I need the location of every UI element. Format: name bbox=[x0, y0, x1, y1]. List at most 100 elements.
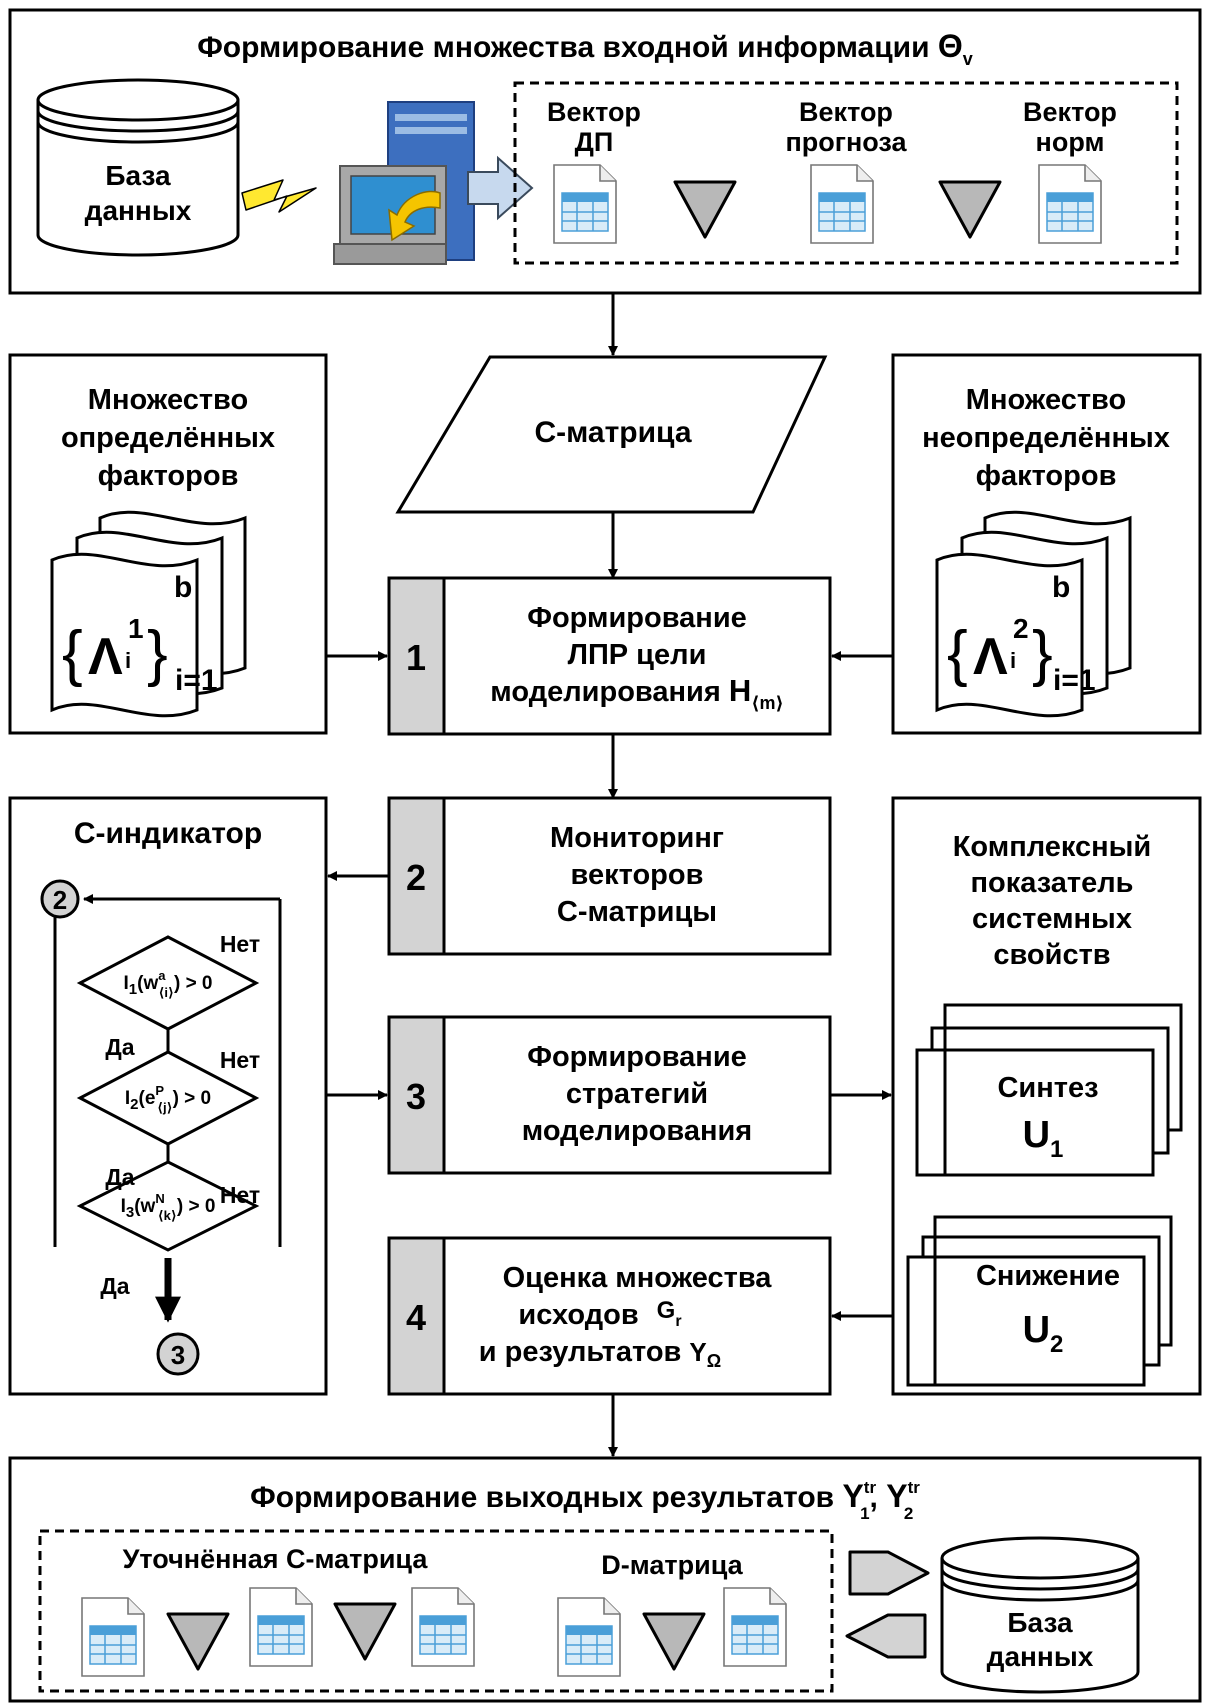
synthesis-card: Синтез U1 bbox=[915, 1003, 1183, 1177]
vector-label: норм bbox=[1036, 127, 1105, 157]
factors-title: Множество bbox=[88, 384, 248, 416]
document-table-icon bbox=[81, 1597, 145, 1677]
no-label: Нет bbox=[220, 931, 260, 957]
vector-label: прогноза bbox=[785, 127, 907, 157]
document-table-icon bbox=[557, 1597, 621, 1677]
factors-title: факторов bbox=[98, 460, 239, 492]
svg-text:{: { bbox=[62, 619, 83, 688]
svg-text:i=1: i=1 bbox=[1053, 664, 1096, 697]
vector-forecast: Вектор прогноза bbox=[785, 97, 908, 244]
svg-text:{: { bbox=[947, 619, 968, 688]
document-table-icon bbox=[810, 164, 874, 244]
database-label: данных bbox=[987, 1641, 1094, 1672]
undefined-factors-formula: { Λ 2 i } b i=1 bbox=[947, 571, 1096, 697]
svg-text:}: } bbox=[147, 619, 168, 688]
c-matrix: С-матрица bbox=[395, 355, 828, 514]
vector-label: Вектор bbox=[547, 97, 641, 127]
undefined-factors-block: Множество неопределённых факторов { Λ 2 … bbox=[891, 353, 1202, 735]
document-table-icon bbox=[723, 1587, 787, 1667]
vector-label: Вектор bbox=[1023, 97, 1117, 127]
arrow-left-icon bbox=[845, 1613, 927, 1659]
svg-text:b: b bbox=[174, 571, 192, 604]
svg-text:i: i bbox=[125, 648, 131, 673]
indicator-end-node bbox=[156, 1332, 200, 1376]
yes-label: Да bbox=[105, 1164, 134, 1190]
defined-factors-formula: { Λ 1 i } b i=1 bbox=[62, 571, 218, 697]
step-number: 4 bbox=[406, 1297, 426, 1338]
refined-matrix-label: Уточнённая С-матрица bbox=[123, 1544, 429, 1574]
step-1: 1 Формирование ЛПР цели моделирования H⟨… bbox=[387, 576, 832, 736]
svg-text:2: 2 bbox=[1013, 613, 1029, 644]
svg-text:С-матрицы: С-матрицы bbox=[557, 896, 717, 928]
input-information-block: Формирование множества входной информаци… bbox=[8, 8, 1202, 295]
factors-title: определённых bbox=[61, 422, 275, 454]
database-icon: База данных bbox=[36, 78, 240, 257]
svg-text:Мониторинг: Мониторинг bbox=[550, 822, 724, 854]
step-3: 3 Формирование стратегий моделирования bbox=[387, 1015, 832, 1175]
svg-text:Формирование: Формирование bbox=[527, 602, 747, 634]
condition-3: I3(wN⟨k⟩) > 0 bbox=[76, 1160, 260, 1252]
document-table-icon bbox=[1038, 164, 1102, 244]
vector-norms: Вектор норм bbox=[1023, 97, 1117, 244]
no-label: Нет bbox=[220, 1182, 260, 1208]
document-table-icon bbox=[249, 1587, 313, 1667]
vector-label: Вектор bbox=[799, 97, 893, 127]
database-label: База bbox=[1007, 1607, 1073, 1638]
d-matrix-label: D-матрица bbox=[601, 1550, 743, 1580]
yes-label: Да bbox=[105, 1034, 134, 1060]
complex-indicator-title: свойств bbox=[993, 939, 1110, 971]
svg-text:I1(wa⟨i⟩) > 0: I1(wa⟨i⟩) > 0 bbox=[123, 968, 212, 1000]
factors-title: Множество bbox=[966, 384, 1126, 416]
svg-text:}: } bbox=[1032, 619, 1053, 688]
c-matrix-label: С-матрица bbox=[534, 416, 691, 449]
svg-text:Оценка множества: Оценка множества bbox=[503, 1262, 773, 1294]
database-label: данных bbox=[85, 195, 192, 226]
factors-title: факторов bbox=[976, 460, 1117, 492]
svg-text:i=1: i=1 bbox=[175, 664, 218, 697]
lightning-icon bbox=[241, 179, 317, 213]
svg-text:I3(wN⟨k⟩) > 0: I3(wN⟨k⟩) > 0 bbox=[121, 1191, 216, 1223]
step-number: 2 bbox=[406, 857, 426, 898]
step-number: 1 bbox=[406, 637, 426, 678]
svg-text:Синтез: Синтез bbox=[997, 1072, 1098, 1104]
step-2: 2 Мониторинг векторов С-матрицы bbox=[387, 796, 832, 956]
svg-text:Λ: Λ bbox=[973, 628, 1008, 686]
svg-text:1: 1 bbox=[128, 613, 144, 644]
yes-label: Да bbox=[100, 1273, 129, 1299]
svg-text:ЛПР цели: ЛПР цели bbox=[568, 639, 707, 671]
svg-text:моделирования H⟨m⟩: моделирования H⟨m⟩ bbox=[490, 673, 783, 713]
arrow-right-icon bbox=[848, 1550, 930, 1596]
complex-indicator-title: системных bbox=[972, 903, 1132, 935]
svg-text:стратегий: стратегий bbox=[566, 1078, 708, 1110]
svg-text:Λ: Λ bbox=[88, 628, 123, 686]
complex-indicator-block: Комплексный показатель системных свойств… bbox=[891, 796, 1202, 1396]
svg-text:векторов: векторов bbox=[571, 859, 704, 891]
condition-1: I1(wa⟨i⟩) > 0 bbox=[76, 935, 260, 1031]
step-number: 3 bbox=[406, 1076, 426, 1117]
vector-label: ДП bbox=[575, 127, 614, 157]
reduction-card: Снижение U2 bbox=[906, 1215, 1173, 1387]
complex-indicator-title: Комплексный bbox=[953, 831, 1152, 863]
database-label: База bbox=[105, 160, 171, 191]
svg-text:b: b bbox=[1052, 571, 1070, 604]
svg-text:U1: U1 bbox=[1023, 1114, 1064, 1163]
complex-indicator-title: показатель bbox=[971, 867, 1134, 899]
svg-text:I2(eP⟨j⟩) > 0: I2(eP⟨j⟩) > 0 bbox=[125, 1083, 211, 1115]
svg-text:моделирования: моделирования bbox=[522, 1115, 752, 1147]
condition-2: I2(eP⟨j⟩) > 0 bbox=[76, 1050, 260, 1146]
document-table-icon bbox=[553, 164, 617, 244]
input-block-title: Формирование множества входной информаци… bbox=[197, 28, 973, 69]
vector-dp: Вектор ДП bbox=[547, 97, 641, 244]
svg-text:i: i bbox=[1010, 648, 1016, 673]
svg-text:Снижение: Снижение bbox=[976, 1260, 1120, 1292]
c-indicator-block: С-индикатор 2 3 I1(wa⟨i⟩) > 0 I2(eP⟨j⟩) … bbox=[8, 796, 328, 1396]
document-table-icon bbox=[411, 1587, 475, 1667]
svg-text:2: 2 bbox=[53, 885, 67, 915]
no-label: Нет bbox=[220, 1047, 260, 1073]
svg-text:и результатов YΩ: и результатов YΩ bbox=[479, 1336, 721, 1371]
